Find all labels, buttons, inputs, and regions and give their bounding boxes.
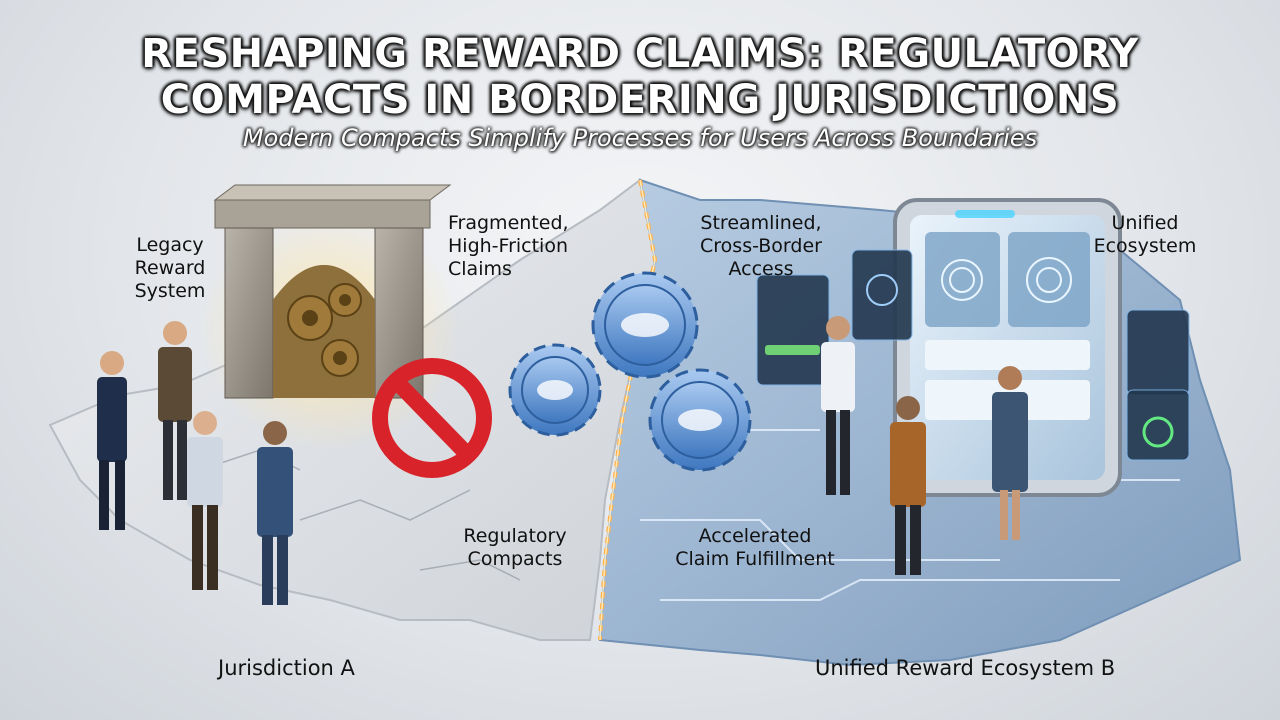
rusty-gears — [287, 283, 362, 377]
floating-panel — [1126, 389, 1190, 461]
title-line-1: RESHAPING REWARD CLAIMS: REGULATORY — [141, 31, 1139, 77]
subtitle: Modern Compacts Simplify Processes for U… — [242, 124, 1038, 152]
floating-panel — [756, 274, 830, 386]
floating-panel — [851, 249, 913, 341]
person — [97, 351, 127, 530]
label-regulatory-compacts: Regulatory Compacts — [463, 525, 567, 570]
gear-icon — [648, 368, 752, 472]
gear-icon — [508, 343, 602, 437]
label-unified-reward-ecosystem-b: Unified Reward Ecosystem B — [815, 656, 1116, 680]
title-line-2: COMPACTS IN BORDERING JURISDICTIONS — [160, 77, 1120, 123]
label-jurisdiction-a: Jurisdiction A — [218, 656, 355, 680]
person — [821, 316, 855, 495]
gear-icon — [591, 271, 699, 379]
floating-panel — [1126, 309, 1190, 396]
label-legacy-reward-system: Legacy Reward System — [134, 234, 206, 302]
person — [992, 366, 1028, 540]
label-accelerated-claim-fulfillment: Accelerated Claim Fulfillment — [675, 525, 835, 570]
person — [890, 396, 926, 575]
person — [187, 411, 223, 590]
label-fragmented-claims: Fragmented, High-Friction Claims — [448, 212, 569, 280]
label-streamlined-access: Streamlined, Cross-Border Access — [700, 212, 822, 280]
person — [158, 321, 192, 500]
person — [257, 421, 293, 605]
tablet-device — [893, 198, 1122, 497]
prohibited-icon — [372, 358, 492, 478]
fingerprint-icon — [941, 257, 1072, 303]
label-unified-ecosystem: Unified Ecosystem — [1093, 212, 1197, 257]
